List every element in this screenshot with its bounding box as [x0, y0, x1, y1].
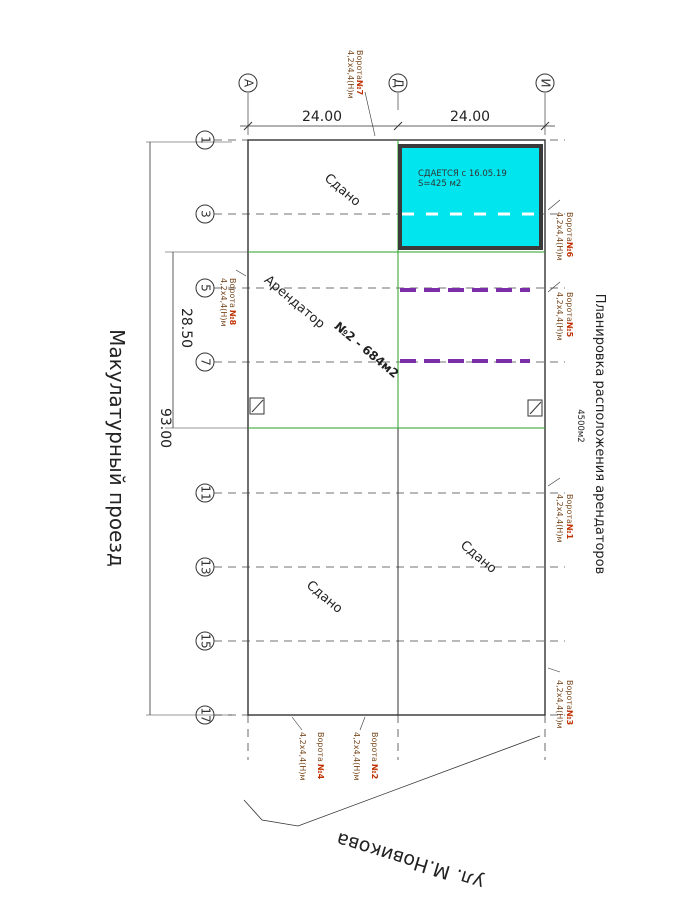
street-west-label: Макулатурный проезд: [105, 329, 129, 567]
svg-text:№2: №2: [370, 764, 379, 779]
width-left-label: 24.00: [302, 109, 342, 125]
plan-title: Планировка расположения арендаторов: [592, 294, 607, 575]
gate-3: Ворота №3 4,2x4,4(Н)м: [547, 667, 574, 728]
svg-text:4,2x4,4(Н)м: 4,2x4,4(Н)м: [352, 732, 361, 780]
axis-marker-d: [388, 73, 408, 93]
svg-text:№7: №7: [355, 80, 364, 95]
rented-label-bottom: Сдано: [303, 578, 345, 617]
stair-icon: [527, 399, 543, 417]
gate-4: Ворота №4 4,2x4,4(Н)м: [291, 716, 325, 780]
length-dimensions: 93.00 28.50: [146, 141, 248, 716]
tenant-area-label: №2 - 684м2: [332, 319, 402, 381]
svg-text:№8: №8: [228, 310, 237, 326]
svg-text:Ворота: Ворота: [565, 212, 574, 242]
gate-8: Ворота №8 4,2x4,4(Н)м: [219, 269, 247, 326]
axis-label-d: Д: [392, 78, 406, 87]
axis-row-7: 7: [199, 358, 213, 366]
width-right-label: 24.00: [450, 109, 490, 125]
available-area-size: S=425 м2: [418, 179, 461, 189]
svg-text:№4: №4: [316, 764, 325, 780]
svg-text:4,2x4,4(Н)м: 4,2x4,4(Н)м: [555, 494, 564, 542]
tenant-label: Арендатор: [261, 273, 328, 332]
gate-2: Ворота №2 4,2x4,4(Н)м: [352, 716, 379, 780]
gate-6: Ворота №6 4,2x4,4(Н)м: [547, 199, 574, 260]
gate-1: Ворота №1 4,2x4,4(Н)м: [547, 477, 574, 542]
svg-text:4,2x4,4(Н)м: 4,2x4,4(Н)м: [219, 278, 228, 326]
available-area-fill: [402, 148, 539, 246]
svg-text:Ворота: Ворота: [565, 680, 574, 710]
axis-label-a: А: [242, 79, 256, 88]
svg-text:Ворота: Ворота: [228, 278, 237, 308]
axis-row-3: 3: [199, 210, 213, 218]
svg-text:4,2x4,4(Н)м: 4,2x4,4(Н)м: [346, 50, 355, 98]
svg-text:№1: №1: [565, 524, 574, 540]
svg-text:Ворота: Ворота: [316, 732, 325, 762]
svg-text:Ворота: Ворота: [565, 292, 574, 322]
axis-row-15: 15: [199, 633, 213, 648]
svg-text:4,2x4,4(Н)м: 4,2x4,4(Н)м: [555, 212, 564, 260]
axis-marker-i: [535, 73, 555, 93]
column-axes: А Д И: [238, 73, 555, 135]
svg-text:№5: №5: [565, 322, 574, 338]
axis-row-1: 1: [199, 136, 213, 144]
gate-5: Ворота №5 4,2x4,4(Н)м: [547, 281, 574, 340]
available-notice: СДАЕТСЯ с 16.05.19: [418, 169, 507, 179]
svg-text:4,2x4,4(Н)м: 4,2x4,4(Н)м: [298, 732, 307, 780]
width-dimensions: 24.00 24.00: [240, 109, 555, 131]
row-axes: 1 3 5 7 11 13 15 17: [195, 130, 215, 725]
axis-row-5: 5: [199, 284, 213, 292]
axis-marker-a: [238, 73, 258, 93]
total-area-label: 4500м2: [575, 409, 585, 442]
gate-7: Ворота №7 4,2x4,4(Н)м: [346, 50, 376, 137]
svg-text:Ворота: Ворота: [355, 50, 364, 80]
svg-text:4,2x4,4(Н)м: 4,2x4,4(Н)м: [555, 292, 564, 340]
svg-text:№3: №3: [565, 710, 574, 725]
axis-row-11: 11: [199, 485, 213, 500]
svg-text:Ворота: Ворота: [370, 732, 379, 762]
axis-row-13: 13: [199, 559, 213, 574]
svg-text:№6: №6: [565, 242, 574, 258]
rented-label-top: Сдано: [321, 171, 363, 210]
section-length-label: 28.50: [178, 308, 194, 348]
street-south-label: ул. М.Новикова: [334, 828, 487, 894]
axis-label-i: И: [539, 79, 553, 88]
street-boundary: [243, 735, 541, 827]
svg-text:Ворота: Ворота: [565, 494, 574, 524]
rented-label-right: Сдано: [457, 538, 499, 577]
stair-icon: [249, 397, 265, 415]
svg-text:4,2x4,4(Н)м: 4,2x4,4(Н)м: [555, 680, 564, 728]
